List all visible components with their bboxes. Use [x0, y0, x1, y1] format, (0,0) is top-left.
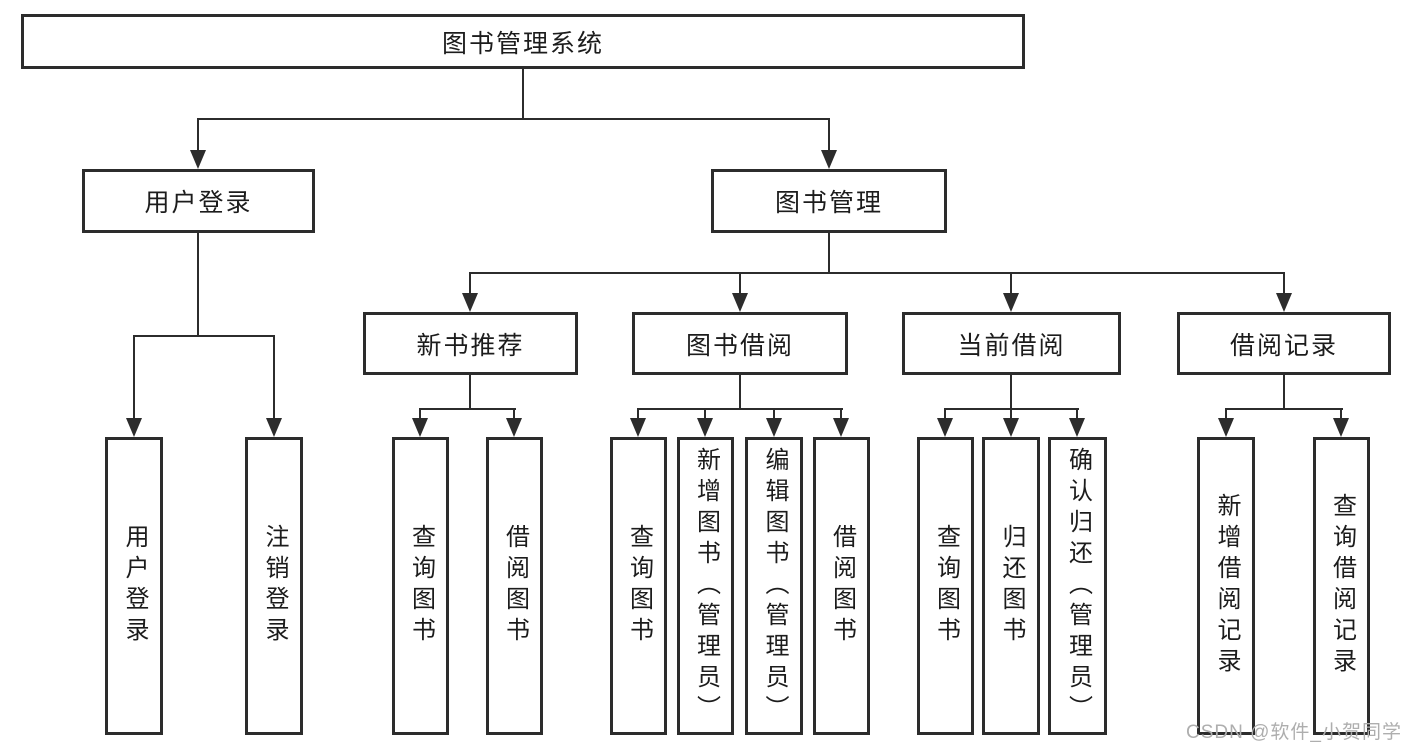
- node-borrowing-records: 借阅记录: [1177, 312, 1391, 375]
- edge-to-leaf-logout: [273, 335, 275, 420]
- csdn-watermark: CSDN @软件_小贺同学: [1186, 722, 1402, 743]
- node-borrowing-records-label: 借阅记录: [1229, 331, 1338, 360]
- leaf-borrow-books-borrowing: 借阅图书: [813, 437, 870, 735]
- edge-to-new-book-recommend: [469, 272, 471, 295]
- leaf-query-books-recommend: 查询图书: [392, 437, 449, 735]
- node-current-borrowing: 当前借阅: [902, 312, 1121, 375]
- leaf-return-books-label: 归还图书: [998, 524, 1025, 648]
- arrowhead-leaf-user-login: [126, 418, 142, 437]
- arrowhead-br-query: [1333, 418, 1349, 437]
- node-user-login-label: 用户登录: [144, 189, 253, 217]
- node-library-system: 图书管理系统: [21, 14, 1025, 69]
- edge-to-user-login: [197, 118, 199, 152]
- leaf-add-borrow-record: 新增借阅记录: [1197, 437, 1255, 735]
- node-user-login: 用户登录: [82, 169, 315, 233]
- arrowhead-cb-return: [1003, 418, 1019, 437]
- edge-book-borrowing-split: [637, 408, 843, 410]
- arrowhead-new-book-recommend: [462, 293, 478, 312]
- leaf-query-borrow-record: 查询借阅记录: [1313, 437, 1370, 735]
- node-book-management-label: 图书管理: [774, 189, 883, 217]
- edge-to-bb-add: [704, 408, 706, 420]
- leaf-edit-book-admin: 编辑图书（管理员）: [745, 437, 803, 735]
- arrowhead-cb-query: [937, 418, 953, 437]
- leaf-add-borrow-record-label: 新增借阅记录: [1213, 493, 1240, 679]
- edge-root-stem: [522, 69, 524, 118]
- leaf-user-login: 用户登录: [105, 437, 163, 735]
- edge-to-nbr-query: [419, 408, 421, 420]
- leaf-confirm-return-admin: 确认归还（管理员）: [1048, 437, 1107, 735]
- edge-book-management-stem: [828, 233, 830, 272]
- arrowhead-bb-query: [630, 418, 646, 437]
- leaf-add-book-admin-label: 新增图书（管理员）: [692, 446, 720, 726]
- arrowhead-bb-edit: [766, 418, 782, 437]
- leaf-logout-login-label: 注销登录: [261, 524, 288, 648]
- leaf-user-login-label: 用户登录: [121, 524, 148, 648]
- node-book-management: 图书管理: [711, 169, 947, 233]
- node-new-book-recommend-label: 新书推荐: [416, 331, 525, 360]
- edge-borrowing-records-stem: [1283, 375, 1285, 408]
- arrowhead-user-login: [190, 150, 206, 169]
- edge-new-book-recommend-split: [419, 408, 516, 410]
- edge-to-leaf-user-login: [133, 335, 135, 420]
- leaf-query-borrow-record-label: 查询借阅记录: [1328, 493, 1356, 679]
- edge-current-borrowing-stem: [1010, 375, 1012, 408]
- arrowhead-current-borrowing: [1003, 293, 1019, 312]
- edge-to-cb-return: [1010, 408, 1012, 420]
- arrowhead-nbr-borrow: [506, 418, 522, 437]
- arrowhead-book-management: [821, 150, 837, 169]
- edge-to-bb-query: [637, 408, 639, 420]
- edge-user-login-split: [133, 335, 275, 337]
- node-book-borrowing-label: 图书借阅: [685, 331, 794, 360]
- leaf-query-books-borrowing-label: 查询图书: [625, 524, 653, 648]
- edge-to-nbr-borrow: [513, 408, 515, 420]
- edge-borrowing-records-split: [1225, 408, 1343, 410]
- leaf-confirm-return-admin-label: 确认归还（管理员）: [1064, 446, 1092, 726]
- arrowhead-nbr-query: [412, 418, 428, 437]
- arrowhead-borrowing-records: [1276, 293, 1292, 312]
- leaf-borrow-books-recommend: 借阅图书: [486, 437, 543, 735]
- edge-to-cb-confirm: [1076, 408, 1078, 420]
- edge-to-br-query: [1340, 408, 1342, 420]
- leaf-borrow-books-borrowing-label: 借阅图书: [828, 524, 856, 648]
- node-book-borrowing: 图书借阅: [632, 312, 848, 375]
- leaf-edit-book-admin-label: 编辑图书（管理员）: [761, 446, 788, 726]
- edge-new-book-recommend-stem: [469, 375, 471, 408]
- edge-root-split: [197, 118, 830, 120]
- edge-to-book-management: [828, 118, 830, 152]
- leaf-return-books: 归还图书: [982, 437, 1040, 735]
- edge-book-management-split: [469, 272, 1285, 274]
- leaf-query-books-current-label: 查询图书: [932, 524, 960, 648]
- leaf-query-books-recommend-label: 查询图书: [407, 524, 435, 648]
- arrowhead-bb-borrow: [833, 418, 849, 437]
- arrowhead-leaf-logout: [266, 418, 282, 437]
- arrowhead-cb-confirm: [1069, 418, 1085, 437]
- node-library-system-label: 图书管理系统: [441, 29, 604, 58]
- leaf-logout-login: 注销登录: [245, 437, 303, 735]
- edge-book-borrowing-stem: [739, 375, 741, 408]
- edge-to-borrowing-records: [1283, 272, 1285, 295]
- leaf-query-books-current: 查询图书: [917, 437, 974, 735]
- edge-to-current-borrowing: [1010, 272, 1012, 295]
- node-new-book-recommend: 新书推荐: [363, 312, 578, 375]
- arrowhead-br-add: [1218, 418, 1234, 437]
- leaf-query-books-borrowing: 查询图书: [610, 437, 667, 735]
- leaf-borrow-books-recommend-label: 借阅图书: [501, 524, 529, 648]
- leaf-add-book-admin: 新增图书（管理员）: [677, 437, 734, 735]
- node-current-borrowing-label: 当前借阅: [957, 331, 1066, 360]
- arrowhead-bb-add: [697, 418, 713, 437]
- edge-to-cb-query: [944, 408, 946, 420]
- edge-to-br-add: [1225, 408, 1227, 420]
- edge-to-bb-borrow: [840, 408, 842, 420]
- arrowhead-book-borrowing: [732, 293, 748, 312]
- edge-user-login-stem: [197, 233, 199, 335]
- edge-to-bb-edit: [773, 408, 775, 420]
- edge-to-book-borrowing: [739, 272, 741, 295]
